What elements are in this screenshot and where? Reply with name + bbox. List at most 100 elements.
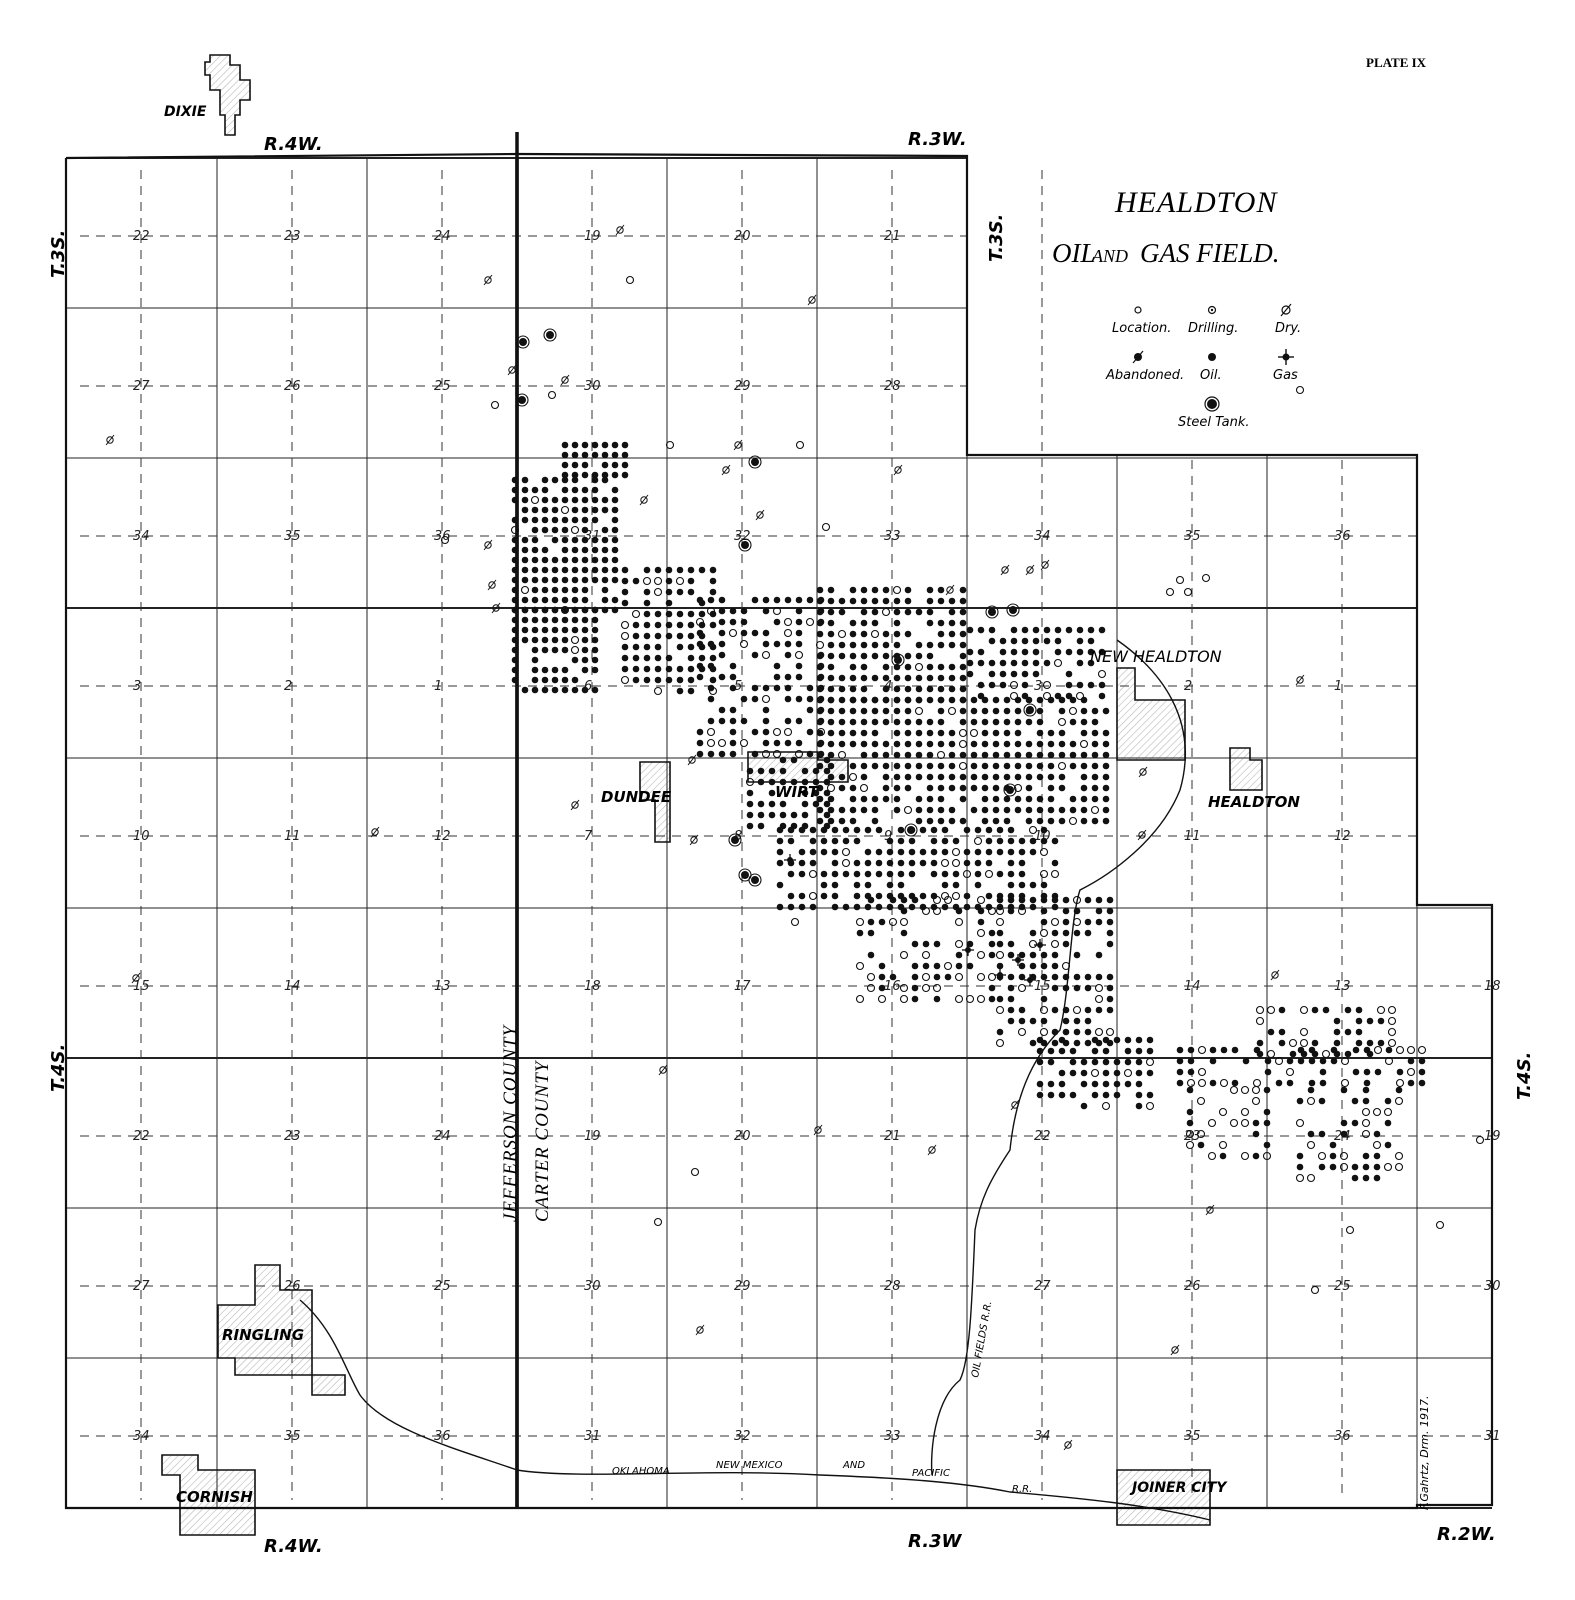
- oil-well: [1176, 1079, 1184, 1087]
- oil-well: [551, 576, 559, 584]
- rr-label-new-mexico: NEW MEXICO: [716, 1460, 783, 1471]
- oil-well: [882, 707, 890, 715]
- oil-well: [882, 685, 890, 693]
- oil-well: [1018, 848, 1026, 856]
- dry-hole: [814, 1126, 822, 1134]
- oil-well: [959, 630, 967, 638]
- oil-well: [926, 817, 934, 825]
- oil-well: [1278, 1006, 1286, 1014]
- oil-well: [1418, 1068, 1426, 1076]
- oil-well: [988, 940, 996, 948]
- oil-well: [751, 684, 759, 692]
- oil-well: [937, 641, 945, 649]
- oil-well: [709, 577, 717, 585]
- oil-well: [860, 586, 868, 594]
- oil-well: [1384, 1119, 1392, 1127]
- oil-well: [1355, 1028, 1363, 1036]
- oil-well: [1318, 1163, 1326, 1171]
- oil-well: [611, 606, 619, 614]
- oil-well: [941, 826, 949, 834]
- oil-well: [816, 619, 824, 627]
- section-number: 36: [1334, 1429, 1351, 1444]
- oil-well: [977, 918, 985, 926]
- oil-well: [827, 718, 835, 726]
- oil-well: [581, 576, 589, 584]
- drilling-well: [1361, 1129, 1371, 1139]
- drilling-well: [1197, 1078, 1207, 1088]
- oil-well: [581, 516, 589, 524]
- oil-well: [665, 610, 673, 618]
- oil-well: [561, 686, 569, 694]
- oil-well: [882, 652, 890, 660]
- steel-tank-fill: [546, 331, 554, 339]
- oil-well: [827, 586, 835, 594]
- oil-well: [1106, 907, 1114, 915]
- oil-well: [621, 654, 629, 662]
- oil-well: [511, 486, 519, 494]
- oil-well: [591, 471, 599, 479]
- oil-well: [1256, 1039, 1264, 1047]
- oil-well: [591, 441, 599, 449]
- oil-well: [926, 795, 934, 803]
- dry-hole: [484, 541, 492, 549]
- drilling-well: [954, 939, 964, 949]
- oil-well: [1407, 1057, 1415, 1065]
- oil-well: [1220, 1046, 1228, 1054]
- drilling-well: [1009, 691, 1019, 701]
- rr-label-oklahoma: OKLAHOMA: [612, 1466, 670, 1477]
- oil-well: [893, 806, 901, 814]
- drilling-well: [1050, 917, 1060, 927]
- oil-well: [886, 837, 894, 845]
- oil-well: [1344, 1028, 1352, 1036]
- oil-well: [1007, 826, 1015, 834]
- oil-well: [1296, 1097, 1304, 1105]
- oil-well: [1087, 637, 1095, 645]
- drilling-well: [965, 994, 975, 1004]
- oil-well: [1087, 659, 1095, 667]
- oil-well: [581, 616, 589, 624]
- oil-well: [1113, 1058, 1121, 1066]
- oil-well: [1363, 1079, 1371, 1087]
- oil-well: [1275, 1079, 1283, 1087]
- oil-well: [1146, 1047, 1154, 1055]
- oil-well: [1007, 984, 1015, 992]
- oil-well: [561, 526, 569, 534]
- oil-well: [718, 651, 726, 659]
- oil-well: [827, 674, 835, 682]
- oil-well: [904, 729, 912, 737]
- dry-hole: [734, 441, 742, 449]
- dry-hole: [1206, 1206, 1214, 1214]
- dry-hole-slash: [1138, 766, 1148, 778]
- dry-hole: [508, 366, 516, 374]
- oil-well: [886, 881, 894, 889]
- oil-well: [1308, 1079, 1316, 1087]
- oil-well: [1010, 637, 1018, 645]
- oil-well: [1051, 903, 1059, 911]
- oil-well: [1007, 870, 1015, 878]
- oil-well: [709, 621, 717, 629]
- oil-well: [875, 903, 883, 911]
- oil-well: [1135, 1080, 1143, 1088]
- oil-well: [1025, 784, 1033, 792]
- oil-well: [1091, 773, 1099, 781]
- oil-well: [981, 773, 989, 781]
- oil-well: [871, 707, 879, 715]
- drilling-well: [1072, 895, 1082, 905]
- oil-well: [751, 728, 759, 736]
- oil-well: [842, 826, 850, 834]
- oil-well: [911, 896, 919, 904]
- oil-well: [511, 546, 519, 554]
- drilling-well: [1306, 1096, 1316, 1106]
- oil-well: [611, 461, 619, 469]
- oil-well: [1018, 881, 1026, 889]
- oil-well: [886, 870, 894, 878]
- town-outlines: [161, 54, 1263, 1536]
- drilling-well: [892, 585, 902, 595]
- oil-well: [561, 441, 569, 449]
- oil-well: [591, 536, 599, 544]
- oil-well: [551, 586, 559, 594]
- oil-well: [904, 696, 912, 704]
- drilling-well: [837, 750, 847, 760]
- oil-well: [1187, 1046, 1195, 1054]
- drilling-well: [1201, 573, 1211, 583]
